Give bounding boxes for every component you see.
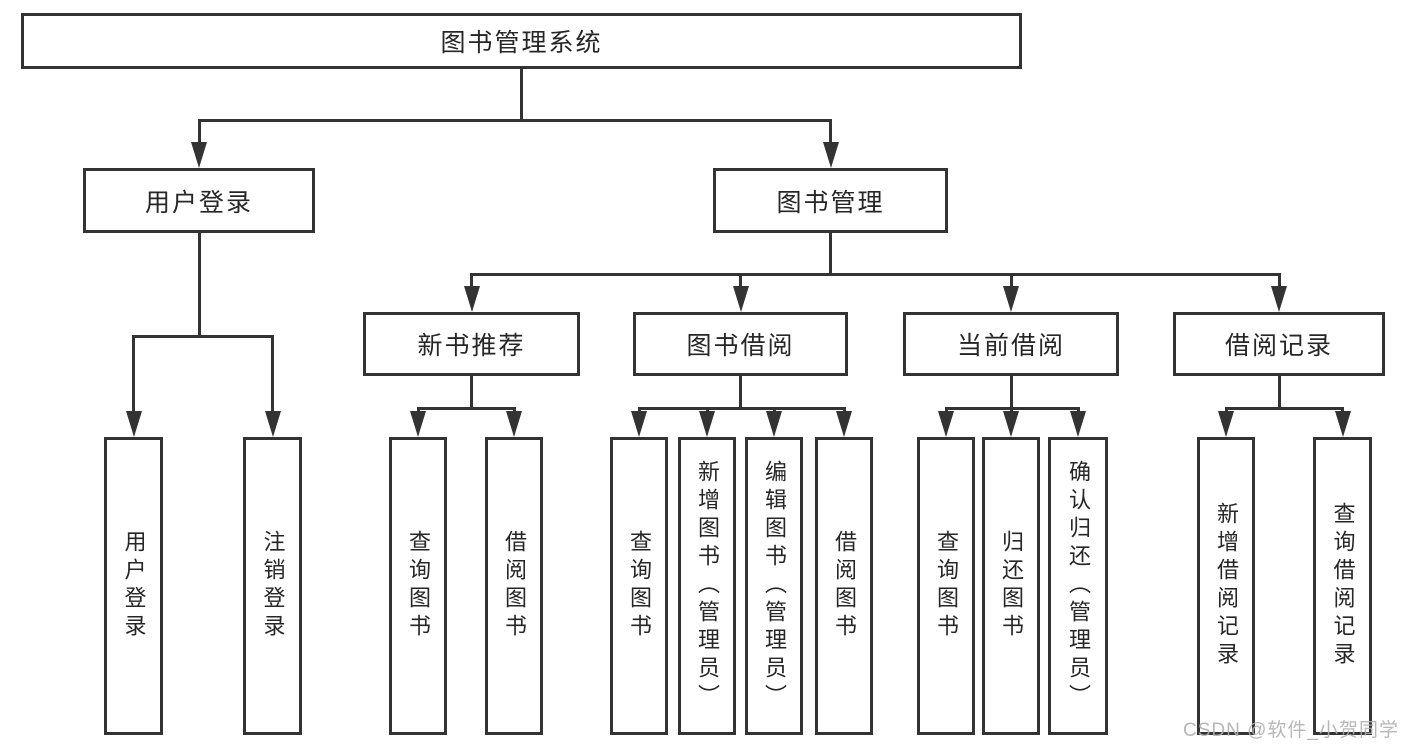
connector-segment [829,231,832,276]
connector-segment [271,335,274,413]
connector-segment [705,407,709,413]
node-book-borrow: 图书借阅 [633,312,848,376]
connector-segment [739,273,742,288]
node-leaf-br-query: 查询借阅记录 [1313,437,1372,735]
arrowhead-down-icon [1271,286,1287,312]
connector-segment [1009,374,1013,410]
node-new-book-rec: 新书推荐 [363,312,580,376]
connector-segment [416,407,420,413]
node-leaf-bb-add: 新增图书（管理员） [678,437,736,735]
node-leaf-br-add: 新增借阅记录 [1197,437,1255,735]
arrowhead-down-icon [699,411,715,437]
node-leaf-bb-edit: 编辑图书（管理员） [745,437,803,735]
node-leaf-bb-borrow: 借阅图书 [815,437,873,735]
connector-segment [829,119,832,144]
arrowhead-down-icon [1070,411,1086,437]
connector-segment [132,335,135,413]
arrowhead-down-icon [125,411,142,437]
node-leaf-nbr-borrow: 借阅图书 [485,437,543,735]
arrowhead-down-icon [1003,286,1019,312]
node-borrow-record: 借阅记录 [1173,312,1385,376]
connector-segment [197,119,832,122]
node-leaf-user-login: 用户登录 [104,437,163,735]
node-user-login: 用户登录 [83,168,315,233]
node-leaf-nbr-query: 查询图书 [389,437,447,735]
connector-segment [1009,407,1013,413]
arrowhead-down-icon [191,142,207,168]
node-root: 图书管理系统 [21,13,1022,69]
connector-segment [842,407,846,413]
connector-segment [637,407,846,410]
arrowhead-down-icon [938,411,954,437]
connector-segment [1277,374,1281,410]
connector-segment [1224,407,1344,410]
watermark: CSDN @软件_小贺同学 [1183,720,1399,741]
node-leaf-logout: 注销登录 [243,437,302,735]
connector-segment [416,407,516,410]
connector-segment [470,273,473,288]
arrowhead-down-icon [822,142,839,168]
node-book-mgmt: 图书管理 [713,168,948,233]
connector-segment [637,407,641,413]
arrowhead-down-icon [766,411,782,437]
node-current-borrow: 当前借阅 [903,312,1119,376]
arrowhead-down-icon [410,411,426,437]
connector-segment [1009,273,1013,288]
connector-segment [1341,407,1344,413]
connector-segment [132,335,274,338]
connector-segment [520,67,523,122]
arrowhead-down-icon [463,286,480,312]
connector-segment [197,119,201,144]
connector-segment [1224,407,1228,413]
arrowhead-down-icon [1334,411,1351,437]
node-leaf-cb-return: 归还图书 [982,437,1040,735]
arrowhead-down-icon [631,411,647,437]
arrowhead-down-icon [506,411,522,437]
node-leaf-cb-query: 查询图书 [917,437,975,735]
connector-segment [1277,273,1281,288]
connector-segment [470,374,473,410]
connector-segment [197,231,201,338]
node-leaf-bb-query: 查询图书 [610,437,668,735]
arrowhead-down-icon [264,411,281,437]
connector-segment [1076,407,1080,413]
arrowhead-down-icon [1003,411,1019,437]
connector-segment [772,407,776,413]
arrowhead-down-icon [1218,411,1234,437]
connector-segment [512,407,516,413]
connector-segment [470,273,1281,276]
arrowhead-down-icon [836,411,852,437]
arrowhead-down-icon [732,286,749,312]
connector-segment [739,374,742,410]
connector-segment [944,407,948,413]
node-leaf-cb-confirm: 确认归还（管理员） [1048,437,1108,735]
